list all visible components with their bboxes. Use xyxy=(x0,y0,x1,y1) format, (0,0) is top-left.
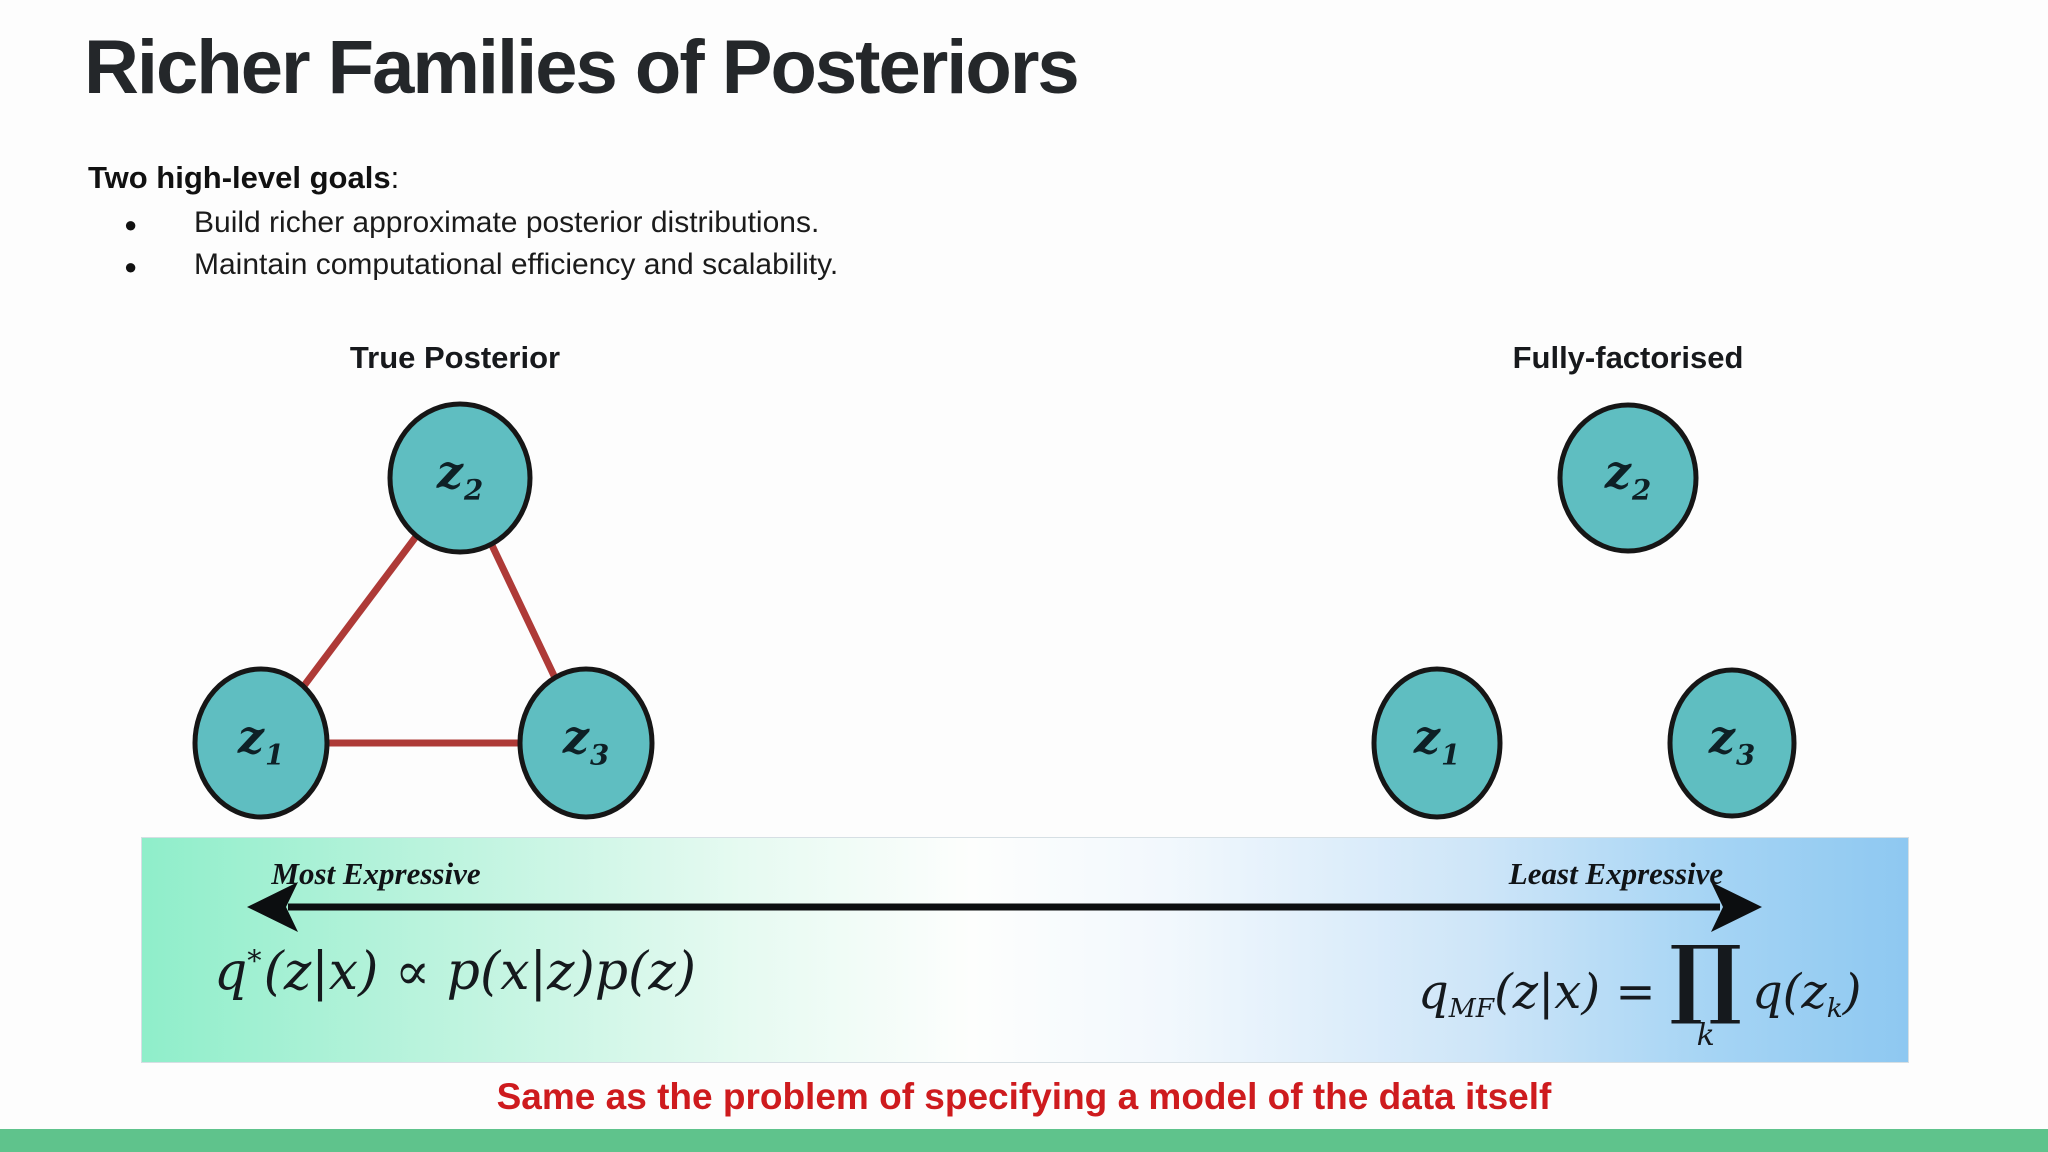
node-subscript: 2 xyxy=(1631,473,1652,507)
least-expressive-label: Least Expressive xyxy=(1508,856,1724,891)
formula-q: q xyxy=(1418,963,1449,1020)
product-symbol-icon: ∏ xyxy=(1669,927,1742,1029)
node-label-z3: z3 xyxy=(1709,709,1755,771)
list-item: ● Build richer approximate posterior dis… xyxy=(88,206,838,240)
goals-section: Two high-level goals: ● Build richer app… xyxy=(88,160,838,282)
node-symbol: z xyxy=(436,444,463,499)
node-subscript: 3 xyxy=(589,738,610,772)
true-posterior-title: True Posterior xyxy=(349,340,561,375)
red-callout-text: Same as the problem of specifying a mode… xyxy=(496,1076,1552,1117)
goal-list: ● Build richer approximate posterior dis… xyxy=(88,206,838,282)
node-label-z1: z1 xyxy=(238,709,284,771)
page-title: Richer Families of Posteriors xyxy=(84,25,1080,110)
edge-z2-z1 xyxy=(258,475,463,746)
formula-rhs-post: ) xyxy=(1842,963,1862,1020)
node-label-z2: z2 xyxy=(1605,444,1651,506)
formula-q: q xyxy=(214,942,248,1002)
formula-star: * xyxy=(247,943,264,978)
optimal-posterior-formula: q*(z|x) ∝ p(x|z)p(z) xyxy=(214,942,696,1002)
formula-lhs: qMF(z|x) = xyxy=(1418,964,1656,1024)
formula-equals: (z|x) = xyxy=(1494,963,1656,1020)
expressiveness-gradient-bar xyxy=(142,838,1908,1062)
node-symbol: z xyxy=(1708,709,1735,764)
footer-accent-bar xyxy=(0,1129,2048,1152)
node-subscript: 2 xyxy=(463,473,484,507)
node-symbol: z xyxy=(237,709,264,764)
node-label-z3: z3 xyxy=(563,709,609,771)
mean-field-formula: qMF(z|x) = ∏k q(zk) xyxy=(1418,928,1861,1060)
formula-rhs-subscript: k xyxy=(1826,993,1843,1025)
formula-body: (z|x) ∝ p(x|z)p(z) xyxy=(263,942,697,1002)
node-symbol: z xyxy=(562,709,589,764)
goals-heading-text: Two high-level goals xyxy=(88,160,391,195)
product-operator: ∏k xyxy=(1669,927,1742,1053)
bullet-icon: ● xyxy=(124,254,138,279)
goal-text: Build richer approximate posterior distr… xyxy=(194,206,820,239)
node-label-z2: z2 xyxy=(437,444,483,506)
node-symbol: z xyxy=(1604,444,1631,499)
formula-mf-subscript: MF xyxy=(1448,993,1495,1025)
formula-rhs-pre: q(z xyxy=(1751,963,1827,1020)
goal-text: Maintain computational efficiency and sc… xyxy=(194,248,839,281)
fully-factorised-title: Fully-factorised xyxy=(1512,340,1744,375)
edge-z2-z3 xyxy=(456,476,590,745)
node-symbol: z xyxy=(1413,709,1440,764)
product-index: k xyxy=(1696,1017,1715,1053)
most-expressive-label: Most Expressive xyxy=(271,856,481,891)
node-subscript: 3 xyxy=(1735,738,1756,772)
list-item: ● Maintain computational efficiency and … xyxy=(88,248,838,282)
node-label-z1: z1 xyxy=(1414,709,1460,771)
formula-rhs: q(zk) xyxy=(1752,964,1861,1024)
bullet-icon: ● xyxy=(124,212,138,237)
node-subscript: 1 xyxy=(1440,738,1461,772)
goals-heading: Two high-level goals: xyxy=(88,160,838,196)
node-subscript: 1 xyxy=(264,738,285,772)
goals-heading-colon: : xyxy=(390,160,400,195)
